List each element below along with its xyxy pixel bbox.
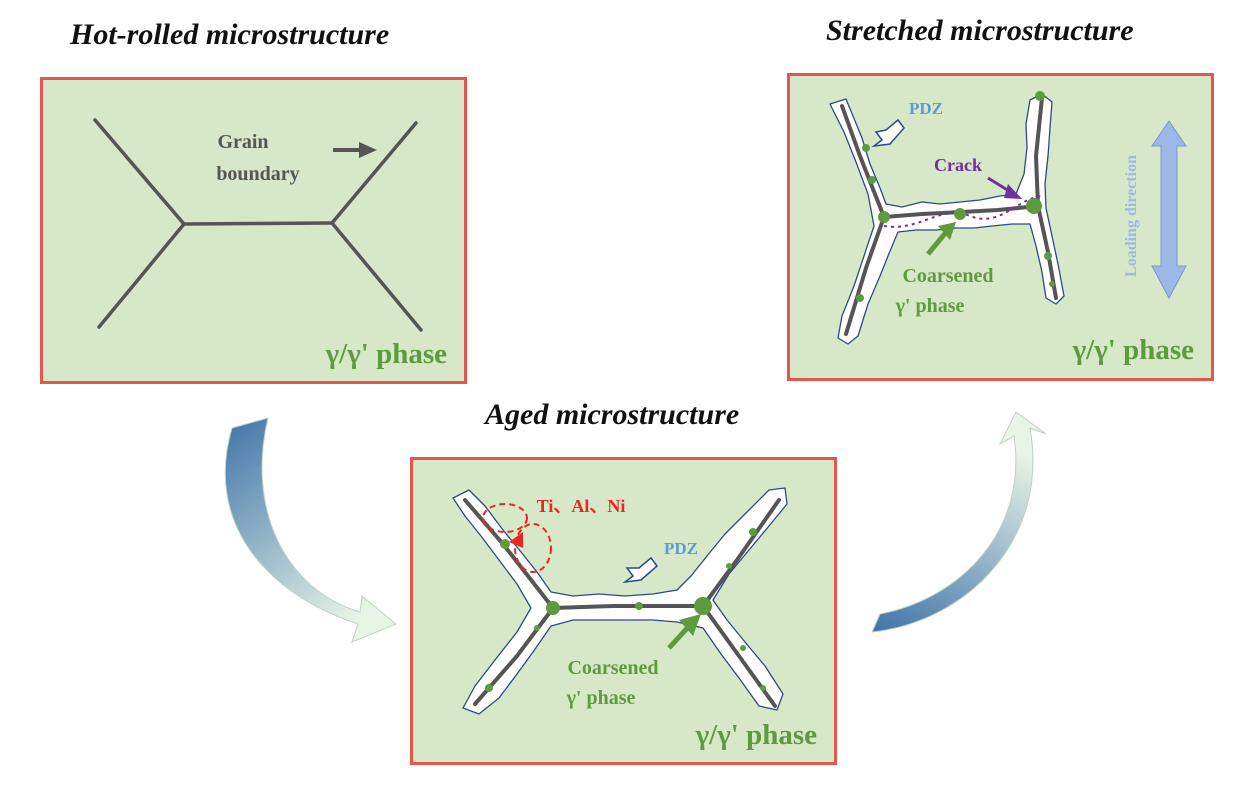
coarsened-particles <box>856 91 1055 302</box>
hot-rolled-panel: Grain boundary γ/γ' phase <box>40 77 467 384</box>
coarsened-label-line2: γ' phase <box>895 295 965 317</box>
diffusion-arrow <box>509 532 523 548</box>
coarsened-arrow <box>926 222 956 256</box>
coarsened-label-line2: γ' phase <box>566 687 636 709</box>
pdz-arrow <box>622 556 659 584</box>
loading-direction-label: Loading direction <box>1123 155 1140 277</box>
phase-label: γ/γ' phase <box>1072 334 1195 366</box>
grain-boundary-label-line2: boundary <box>216 163 299 185</box>
pdz-label: PDZ <box>909 99 943 118</box>
stretched-title: Stretched microstructure <box>826 14 1134 47</box>
loading-direction-arrow <box>1151 120 1187 300</box>
coarsened-label-line1: Coarsened <box>902 265 993 287</box>
stretched-panel: PDZ Crack Coarsened γ' phase Loading dir… <box>787 73 1214 381</box>
grain-boundary-arrow <box>333 142 377 158</box>
coarsened-particles <box>485 528 766 692</box>
crack-path <box>883 195 1043 228</box>
pdz-zone <box>452 487 788 715</box>
aged-panel: Ti、Al、Ni PDZ Coarsened γ' phase γ/γ' pha… <box>410 457 837 765</box>
cycle-arrow-left <box>224 417 397 643</box>
diffusion-arcs <box>482 503 552 573</box>
cycle-arrow-right <box>871 411 1047 633</box>
coarsened-arrow <box>667 614 701 650</box>
coarsened-label-line1: Coarsened <box>567 657 658 679</box>
phase-label: γ/γ' phase <box>695 719 818 751</box>
pdz-arrow <box>871 118 905 148</box>
crack-label: Crack <box>934 155 982 175</box>
crack-arrow <box>987 176 1022 199</box>
elements-label: Ti、Al、Ni <box>537 496 626 516</box>
grain-boundary-lines <box>93 118 423 332</box>
phase-label: γ/γ' phase <box>325 338 448 370</box>
pdz-zone <box>829 93 1065 345</box>
aged-title: Aged microstructure <box>485 398 740 431</box>
hot-rolled-title: Hot-rolled microstructure <box>70 18 390 51</box>
grain-boundary-label-line1: Grain <box>217 131 268 153</box>
pdz-label: PDZ <box>664 539 698 558</box>
